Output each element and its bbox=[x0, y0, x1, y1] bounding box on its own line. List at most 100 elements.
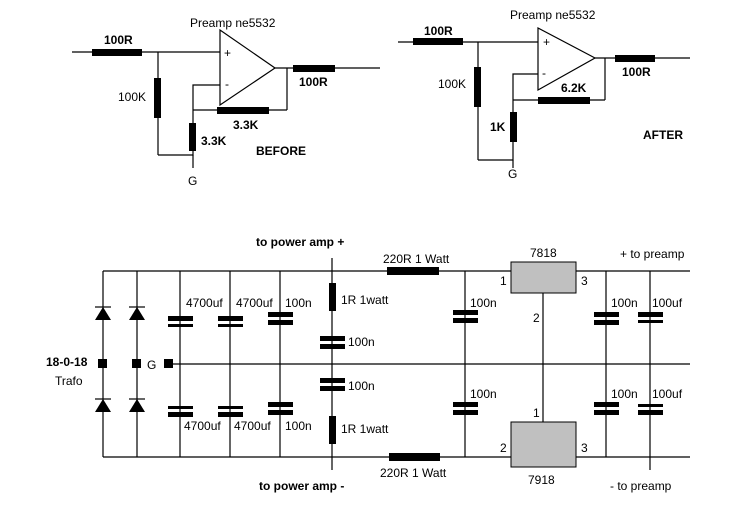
ground-terminal bbox=[164, 359, 173, 368]
before-minus-wire bbox=[158, 84, 220, 156]
cap-100n-plate bbox=[320, 386, 345, 391]
cap-100n-plate bbox=[453, 318, 478, 323]
after-caption: AFTER bbox=[643, 128, 683, 142]
regulator-7918-pin2: 2 bbox=[500, 441, 507, 455]
cap-100n-plate bbox=[594, 402, 619, 407]
trafo-terminal bbox=[98, 359, 107, 368]
cap-4700-bottom-plate bbox=[168, 412, 193, 417]
resistor-220r-top bbox=[387, 267, 439, 275]
cap-4700-bottom-plate bbox=[168, 406, 193, 409]
before-opamp-minus: - bbox=[225, 77, 229, 91]
cap-100n-plate bbox=[268, 410, 293, 415]
cap-4700-label: 4700uf bbox=[186, 296, 223, 310]
after-input-resistor-label: 100R bbox=[424, 24, 453, 38]
after-feedback-resistor-label: 6.2K bbox=[561, 81, 587, 95]
after-ground-label: G bbox=[508, 167, 517, 181]
resistor-1r-bottom bbox=[329, 416, 336, 444]
cap-100n-plate bbox=[320, 336, 345, 341]
cap-100n-label: 100n bbox=[348, 335, 375, 349]
cap-100n-label: 100n bbox=[611, 387, 638, 401]
before-input-resistor bbox=[92, 49, 142, 56]
cap-100uf-label: 100uf bbox=[652, 387, 683, 401]
before-output-resistor-label: 100R bbox=[299, 75, 328, 89]
trafo-label: Trafo bbox=[55, 374, 83, 388]
cap-4700-top-plate bbox=[168, 324, 193, 327]
cap-100n-label: 100n bbox=[611, 296, 638, 310]
cap-4700-bottom-plate bbox=[218, 412, 243, 417]
to-power-amp-minus: to power amp - bbox=[259, 479, 344, 493]
after-opamp bbox=[537, 27, 597, 92]
before-bias-resistor bbox=[154, 78, 161, 118]
cap-4700-top-plate bbox=[218, 316, 243, 321]
regulator-7818-pin3: 3 bbox=[581, 274, 588, 288]
after-minus-wire bbox=[478, 73, 538, 161]
cap-100n-label: 100n bbox=[348, 379, 375, 393]
cap-4700-bottom-plate bbox=[218, 406, 243, 409]
cap-100n-plate bbox=[594, 312, 619, 317]
diode-icon bbox=[95, 398, 111, 412]
before-ground-label: G bbox=[188, 174, 197, 188]
psu-circuit: 18-0-18 Trafo G 4700uf 4700uf 4700uf 470… bbox=[46, 235, 690, 493]
regulator-7818-pin1: 1 bbox=[500, 274, 507, 288]
after-ground-resistor-label: 1K bbox=[490, 120, 506, 134]
cap-100uf-label: 100uf bbox=[652, 296, 683, 310]
after-ground-resistor bbox=[510, 112, 517, 142]
after-circuit: Preamp ne5532 100R 100K + - 6.2K 1K 100R… bbox=[398, 8, 690, 181]
to-preamp-plus: + to preamp bbox=[620, 247, 685, 261]
trafo-terminal bbox=[132, 359, 141, 368]
cap-4700-top-plate bbox=[218, 324, 243, 327]
after-bias-resistor-label: 100K bbox=[438, 77, 466, 91]
regulator-7918-pin1: 1 bbox=[533, 406, 540, 420]
psu-ground-label: G bbox=[147, 358, 156, 372]
before-feedback-resistor-label: 3.3K bbox=[233, 118, 259, 132]
cap-100n-plate bbox=[453, 410, 478, 415]
resistor-1r-top bbox=[329, 283, 336, 311]
to-preamp-minus: - to preamp bbox=[610, 479, 672, 493]
cap-100n-plate bbox=[320, 344, 345, 349]
regulator-7918 bbox=[510, 421, 577, 468]
cap-100n-plate bbox=[453, 402, 478, 407]
cap-100n-label: 100n bbox=[285, 296, 312, 310]
after-opamp-minus: - bbox=[542, 66, 546, 80]
before-ground-resistor-label: 3.3K bbox=[201, 134, 227, 148]
after-bias-resistor bbox=[474, 67, 481, 107]
resistor-1r-bottom-label: 1R 1watt bbox=[341, 422, 389, 436]
resistor-220r-bottom-label: 220R 1 Watt bbox=[380, 466, 447, 480]
cap-100uf-plate bbox=[638, 320, 663, 323]
after-input-resistor bbox=[413, 38, 463, 45]
after-title: Preamp ne5532 bbox=[510, 8, 596, 22]
cap-100n-label: 100n bbox=[470, 296, 497, 310]
cap-100n-plate bbox=[594, 320, 619, 325]
cap-4700-label: 4700uf bbox=[184, 419, 221, 433]
cap-4700-label: 4700uf bbox=[236, 296, 273, 310]
before-feedback-resistor bbox=[217, 107, 269, 114]
before-opamp bbox=[219, 28, 277, 107]
cap-4700-label: 4700uf bbox=[234, 419, 271, 433]
cap-4700-top-plate bbox=[168, 316, 193, 321]
cap-100n-plate bbox=[268, 402, 293, 407]
regulator-7818-label: 7818 bbox=[530, 246, 557, 260]
diode-icon bbox=[129, 398, 145, 412]
cap-100n-plate bbox=[594, 410, 619, 415]
cap-100n-label: 100n bbox=[470, 387, 497, 401]
before-ground-resistor bbox=[189, 123, 196, 151]
cap-100n-plate bbox=[453, 310, 478, 315]
resistor-1r-top-label: 1R 1watt bbox=[341, 293, 389, 307]
before-input-resistor-label: 100R bbox=[104, 33, 133, 47]
trafo-value: 18-0-18 bbox=[46, 355, 88, 369]
cap-100uf-plate bbox=[638, 404, 663, 407]
before-opamp-plus: + bbox=[224, 46, 231, 60]
diode-icon bbox=[129, 306, 145, 320]
after-opamp-plus: + bbox=[543, 35, 550, 49]
cap-100uf-plate bbox=[638, 312, 663, 317]
regulator-7818 bbox=[510, 261, 577, 294]
regulator-7918-label: 7918 bbox=[528, 473, 555, 487]
resistor-220r-top-label: 220R 1 Watt bbox=[383, 252, 450, 266]
resistor-220r-bottom bbox=[389, 453, 440, 461]
cap-100n-plate bbox=[268, 312, 293, 317]
before-circuit: Preamp ne5532 100R 100K + - 3.3K 3.3K 10… bbox=[72, 16, 380, 188]
regulator-7918-pin3: 3 bbox=[581, 441, 588, 455]
before-output-resistor bbox=[293, 65, 335, 72]
before-caption: BEFORE bbox=[256, 144, 306, 158]
